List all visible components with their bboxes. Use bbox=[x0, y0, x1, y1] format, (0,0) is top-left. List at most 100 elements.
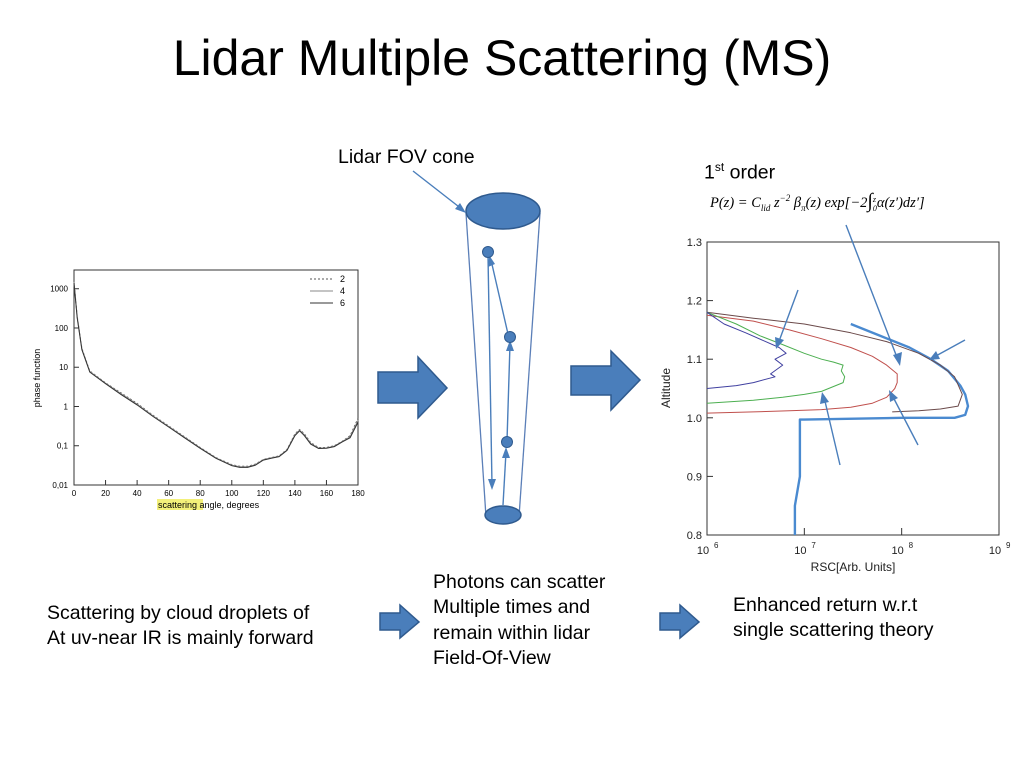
return-x-tick-exponent: 7 bbox=[811, 541, 816, 550]
scatter-point-1 bbox=[501, 436, 513, 448]
caption-line: Enhanced return w.r.t bbox=[733, 594, 918, 616]
caption-line: Multiple times and bbox=[433, 596, 591, 619]
return-x-axis-label: RSC[Arb. Units] bbox=[811, 560, 896, 574]
caption-line: single scattering theory bbox=[733, 619, 934, 642]
fov-pointer-line bbox=[412, 170, 464, 211]
caption-line: Scattering by cloud droplets of bbox=[47, 602, 310, 624]
caption-line: Photons can scatter bbox=[433, 571, 606, 593]
return-y-tick-label: 1.0 bbox=[687, 413, 702, 425]
return-x-tick-exponent: 6 bbox=[714, 541, 719, 550]
return-series-second-order bbox=[706, 314, 898, 414]
scatter-point-3 bbox=[482, 246, 494, 258]
fourth-order-pointer-head bbox=[775, 337, 784, 349]
phase-y-tick-label: 1 bbox=[64, 402, 69, 411]
cone-right-edge bbox=[518, 212, 541, 518]
first-order-label: 1st order bbox=[704, 160, 776, 184]
return-y-tick-label: 0.8 bbox=[687, 530, 702, 542]
photon-path-3-head bbox=[488, 255, 495, 267]
photon-path-4-head bbox=[488, 479, 496, 490]
return-series-third-order bbox=[706, 311, 846, 404]
return-y-tick-label: 1.3 bbox=[687, 237, 702, 249]
fourth-order-pointer bbox=[777, 289, 799, 345]
phase-x-tick-label: 20 bbox=[101, 489, 110, 498]
caption-right: Enhanced return w.r.t single scattering … bbox=[733, 593, 934, 644]
total-pointer bbox=[933, 339, 966, 358]
return-y-axis: 1.3 1.2 1.1 1.0 0.9 0.8 bbox=[687, 237, 713, 542]
phase-x-tick-label: 100 bbox=[225, 489, 239, 498]
lidar-fov-cone bbox=[412, 170, 541, 525]
second-order-pointer-head bbox=[889, 390, 898, 402]
phase-x-tick-label: 40 bbox=[133, 489, 142, 498]
return-y-tick-label: 0.9 bbox=[687, 471, 702, 483]
return-series-first-order bbox=[706, 311, 963, 413]
phase-y-tick-label: 1000 bbox=[50, 285, 68, 294]
photon-path-1 bbox=[502, 451, 507, 506]
return-x-axis: 10 6 10 7 10 8 10 9 bbox=[697, 528, 1011, 557]
photon-path-2-head bbox=[506, 340, 514, 351]
phase-plot-frame bbox=[73, 269, 359, 486]
third-order-pointer bbox=[823, 396, 841, 466]
cone-bottom-ellipse bbox=[484, 505, 522, 525]
small-arrow-right-2 bbox=[659, 603, 701, 640]
return-x-tick-label: 10 bbox=[794, 545, 806, 557]
return-y-tick-label: 1.2 bbox=[687, 296, 702, 308]
lidar-return-plot: 1.3 1.2 1.1 1.0 0.9 0.8 10 6 10 7 10 8 10 9 Altitude… bbox=[659, 237, 1011, 574]
small-arrow-right-1 bbox=[379, 603, 421, 640]
return-x-tick-exponent: 8 bbox=[909, 541, 914, 550]
fov-pointer-head bbox=[455, 203, 466, 213]
return-x-tick-label: 10 bbox=[989, 545, 1001, 557]
highlight-mark bbox=[157, 499, 203, 510]
phase-y-tick-label: 10 bbox=[59, 363, 68, 372]
caption-line: Field-Of-View bbox=[433, 647, 551, 670]
legend-label-4: 4 bbox=[340, 286, 345, 296]
phase-x-tick-label: 180 bbox=[351, 489, 365, 498]
caption-left: Scattering by cloud droplets of At uv-ne… bbox=[47, 601, 314, 652]
return-series-total bbox=[793, 322, 970, 535]
cone-top-ellipse bbox=[465, 192, 541, 230]
phase-y-tick-label: 0,1 bbox=[57, 442, 69, 451]
return-x-tick-label: 10 bbox=[697, 545, 709, 557]
photon-path-1-head bbox=[502, 447, 510, 458]
phase-legend: 2 4 6 bbox=[310, 274, 345, 308]
photon-path-3 bbox=[490, 259, 509, 335]
phase-series-6 bbox=[73, 282, 359, 468]
block-arrow-right-2 bbox=[570, 349, 642, 412]
phase-series-group bbox=[73, 281, 359, 468]
return-y-tick-label: 1.1 bbox=[687, 354, 702, 366]
block-arrow-right-1 bbox=[377, 355, 449, 420]
return-plot-frame bbox=[706, 241, 1000, 536]
cone-left-edge bbox=[465, 212, 487, 518]
photon-path-4 bbox=[487, 255, 493, 486]
third-order-pointer-head bbox=[820, 392, 829, 404]
phase-x-tick-label: 0 bbox=[72, 489, 77, 498]
first-order-pointer bbox=[845, 224, 899, 361]
second-order-pointer bbox=[891, 394, 919, 446]
photon-path-2 bbox=[506, 343, 511, 442]
return-y-axis-label: Altitude bbox=[659, 368, 673, 408]
slide-title: Lidar Multiple Scattering (MS) bbox=[172, 30, 832, 86]
scatter-point-2 bbox=[504, 331, 516, 343]
caption-middle: Photons can scatter Multiple times and r… bbox=[433, 570, 605, 671]
phase-x-tick-label: 120 bbox=[257, 489, 271, 498]
return-x-tick-label: 10 bbox=[892, 545, 904, 557]
caption-line: remain within lidar bbox=[433, 621, 591, 644]
phase-x-tick-label: 80 bbox=[196, 489, 205, 498]
return-x-tick-exponent: 9 bbox=[1006, 541, 1011, 550]
return-series-fourth-order bbox=[706, 311, 787, 389]
legend-label-6: 6 bbox=[340, 298, 345, 308]
phase-x-tick-label: 160 bbox=[320, 489, 334, 498]
return-series-group bbox=[706, 311, 970, 535]
phase-y-tick-label: 100 bbox=[55, 324, 69, 333]
phase-x-axis-label: scattering angle, degrees bbox=[158, 500, 260, 510]
caption-line: At uv-near IR is mainly forward bbox=[47, 627, 314, 650]
total-pointer-head bbox=[929, 351, 940, 360]
fov-cone-label: Lidar FOV cone bbox=[338, 146, 475, 168]
legend-label-2: 2 bbox=[340, 274, 345, 284]
phase-x-tick-label: 140 bbox=[288, 489, 302, 498]
first-order-pointer-head bbox=[893, 352, 902, 366]
phase-y-axis-label: phase function bbox=[32, 349, 42, 408]
